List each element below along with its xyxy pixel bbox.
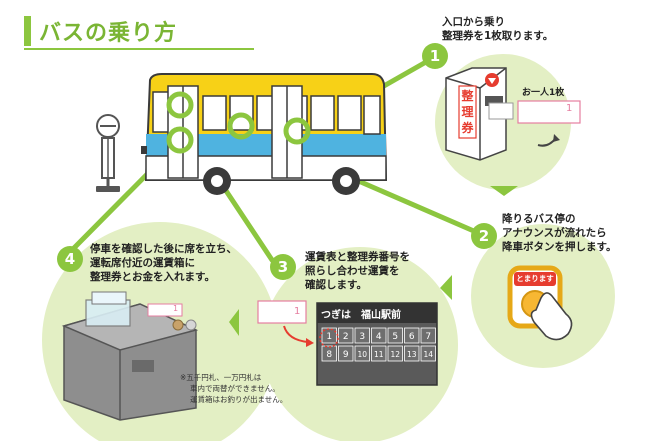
step3-line2: 照らし合わせ運賃を bbox=[305, 265, 400, 277]
fare-grid-cell bbox=[404, 327, 420, 344]
payment-notes: ※五千円札、一万円札は 車内で両替ができません。 運賃箱はお釣りが出ません。 bbox=[180, 372, 287, 405]
ticket-card bbox=[517, 100, 581, 124]
coin-icon bbox=[185, 319, 197, 331]
kanji-ken: 券 bbox=[461, 121, 474, 135]
fare-grid-cell bbox=[338, 345, 354, 362]
coin-icon bbox=[172, 319, 184, 331]
fare-grid-cell bbox=[387, 345, 403, 362]
kanji-sei: 整 bbox=[461, 89, 474, 103]
fare-grid-cell bbox=[387, 327, 403, 344]
fare-grid-cell bbox=[420, 345, 436, 362]
fare-grid-number: 4 bbox=[376, 332, 382, 342]
step4-line1: 停車を確認した後に席を立ち、 bbox=[90, 243, 237, 255]
step2-number-badge: 2 bbox=[471, 223, 497, 249]
title-accent-bar bbox=[24, 16, 31, 46]
fare-grid-cell bbox=[354, 345, 370, 362]
fare-grid-cell bbox=[321, 345, 337, 362]
fare-grid-cell bbox=[404, 345, 420, 362]
fare-grid-cell bbox=[371, 345, 387, 362]
fare-grid-cell bbox=[354, 327, 370, 344]
fare-grid-number: 1 bbox=[326, 332, 332, 342]
fare-grid-number: 7 bbox=[425, 332, 431, 342]
ticket-machine-illustration bbox=[445, 67, 581, 161]
fare-grid-cell bbox=[338, 327, 354, 344]
fare-grid-number: 8 bbox=[326, 350, 332, 360]
ticket-machine-kanji: 整 理 券 bbox=[459, 88, 476, 136]
marker-entrance-ring bbox=[166, 91, 194, 119]
step4-instruction: 停車を確認した後に席を立ち、 運転席付近の運賃箱に 整理券とお金を入れます。 bbox=[90, 242, 237, 284]
step2-line2: アナウンスが流れたら bbox=[502, 227, 607, 239]
fare-grid-number: 10 bbox=[357, 350, 367, 359]
fare-grid-number: 9 bbox=[343, 350, 349, 360]
step3-line1: 運賃表と整理券番号を bbox=[305, 251, 410, 263]
note-line2: 車内で両替ができません。 bbox=[190, 384, 280, 393]
fare-grid-number: 6 bbox=[409, 332, 415, 342]
step4-number-badge: 4 bbox=[57, 246, 83, 272]
step4-line3: 整理券とお金を入れます。 bbox=[90, 271, 215, 283]
stop-button-illustration bbox=[507, 265, 573, 341]
step2-instruction: 降りるバス停の アナウンスが流れたら 降車ボタンを押します。 bbox=[502, 212, 616, 254]
step2-line1: 降りるバス停の bbox=[502, 213, 576, 225]
fare-grid-number: 5 bbox=[392, 332, 398, 342]
fare-ticket-number: 1 bbox=[294, 306, 301, 317]
step1-line1: 入口から乗り bbox=[442, 16, 505, 28]
step3-instruction: 運賃表と整理券番号を 照らし合わせ運賃を 確認します。 bbox=[305, 250, 410, 292]
page-title: バスの乗り方 bbox=[24, 14, 177, 48]
arrow-step1-to-step2-icon bbox=[490, 186, 518, 196]
note-line1: ※五千円札、一万円札は bbox=[180, 373, 262, 382]
step2-line3: 降車ボタンを押します。 bbox=[502, 241, 617, 253]
ticket-per-person-label: お一人1枚 bbox=[522, 88, 565, 98]
fare-grid-number: 13 bbox=[407, 350, 417, 359]
fare-box-ticket bbox=[147, 303, 183, 317]
marker-door-ring bbox=[166, 126, 194, 154]
hand-pointer-icon bbox=[530, 292, 573, 341]
marker-button-ring bbox=[227, 112, 255, 140]
fare-grid-number: 3 bbox=[359, 332, 365, 342]
fare-grid-number: 2 bbox=[343, 332, 349, 342]
fare-grid-number: 11 bbox=[374, 350, 384, 359]
step3-number-badge: 3 bbox=[270, 254, 296, 280]
bus-stop-sign-icon bbox=[96, 114, 120, 192]
ticket-number: 1 bbox=[566, 103, 573, 114]
fare-board-header: つぎは 福山駅前 bbox=[321, 310, 401, 321]
step3-line3: 確認します。 bbox=[305, 279, 367, 291]
fare-grid-number: 12 bbox=[390, 350, 400, 359]
fare-grid-number: 14 bbox=[423, 350, 433, 359]
marker-seat-ring bbox=[283, 117, 311, 145]
fare-grid-cell bbox=[371, 327, 387, 344]
step4-line2: 運転席付近の運賃箱に bbox=[90, 257, 195, 269]
stop-button-label: とまります bbox=[516, 274, 554, 283]
fare-grid-cell bbox=[321, 327, 337, 344]
title-text: バスの乗り方 bbox=[39, 21, 178, 46]
arrow-step3-to-step4-icon bbox=[229, 309, 239, 336]
note-line3: 運賃箱はお釣りが出ません。 bbox=[190, 395, 288, 404]
fare-ticket-card bbox=[257, 300, 307, 324]
step1-instruction: 入口から乗り 整理券を1枚取ります。 bbox=[442, 15, 553, 43]
arrow-step2-to-step3-icon bbox=[440, 275, 452, 300]
title-underline bbox=[24, 48, 254, 50]
step1-number-badge: 1 bbox=[422, 43, 448, 69]
fare-box-illustration bbox=[61, 291, 199, 421]
fare-grid-cell bbox=[420, 327, 436, 344]
kanji-ri: 理 bbox=[461, 105, 474, 119]
step1-line2: 整理券を1枚取ります。 bbox=[442, 30, 554, 42]
fare-box-ticket-number: 1 bbox=[173, 304, 179, 313]
